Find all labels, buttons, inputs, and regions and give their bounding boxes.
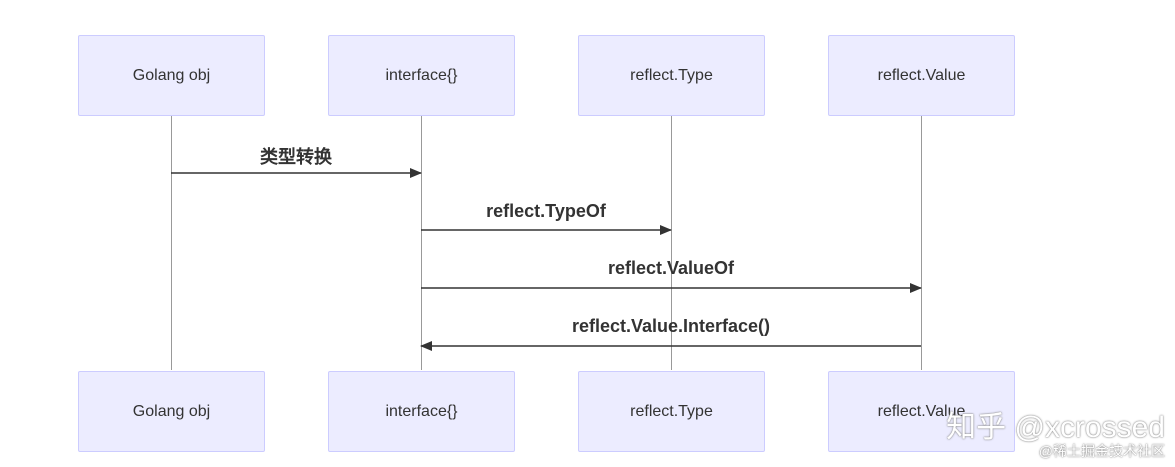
actor-top-reflect-type: reflect.Type [578,35,765,116]
actor-bottom-reflect-type: reflect.Type [578,371,765,452]
actor-bottom-interface: interface{} [328,371,515,452]
actor-top-reflect-value: reflect.Value [828,35,1015,116]
lifeline-golang-obj [171,116,172,370]
message-label-type-conversion: 类型转换 [260,147,332,167]
watermark: 知乎 @xcrossed @稀土掘金技术社区 [946,411,1165,460]
message-label-value-interface: reflect.Value.Interface() [571,316,771,336]
actor-bottom-golang-obj: Golang obj [78,371,265,452]
lifeline-interface [421,116,422,370]
lifeline-reflect-value [921,116,922,370]
watermark-main-text: 知乎 @xcrossed [946,411,1165,444]
actor-top-interface: interface{} [328,35,515,116]
message-label-valueof: reflect.ValueOf [607,258,735,278]
watermark-sub-text: @稀土掘金技术社区 [1038,443,1165,459]
actor-bottom-reflect-value: reflect.Value [828,371,1015,452]
message-label-typeof: reflect.TypeOf [486,201,606,221]
lifeline-reflect-type [671,116,672,370]
actor-top-golang-obj: Golang obj [78,35,265,116]
